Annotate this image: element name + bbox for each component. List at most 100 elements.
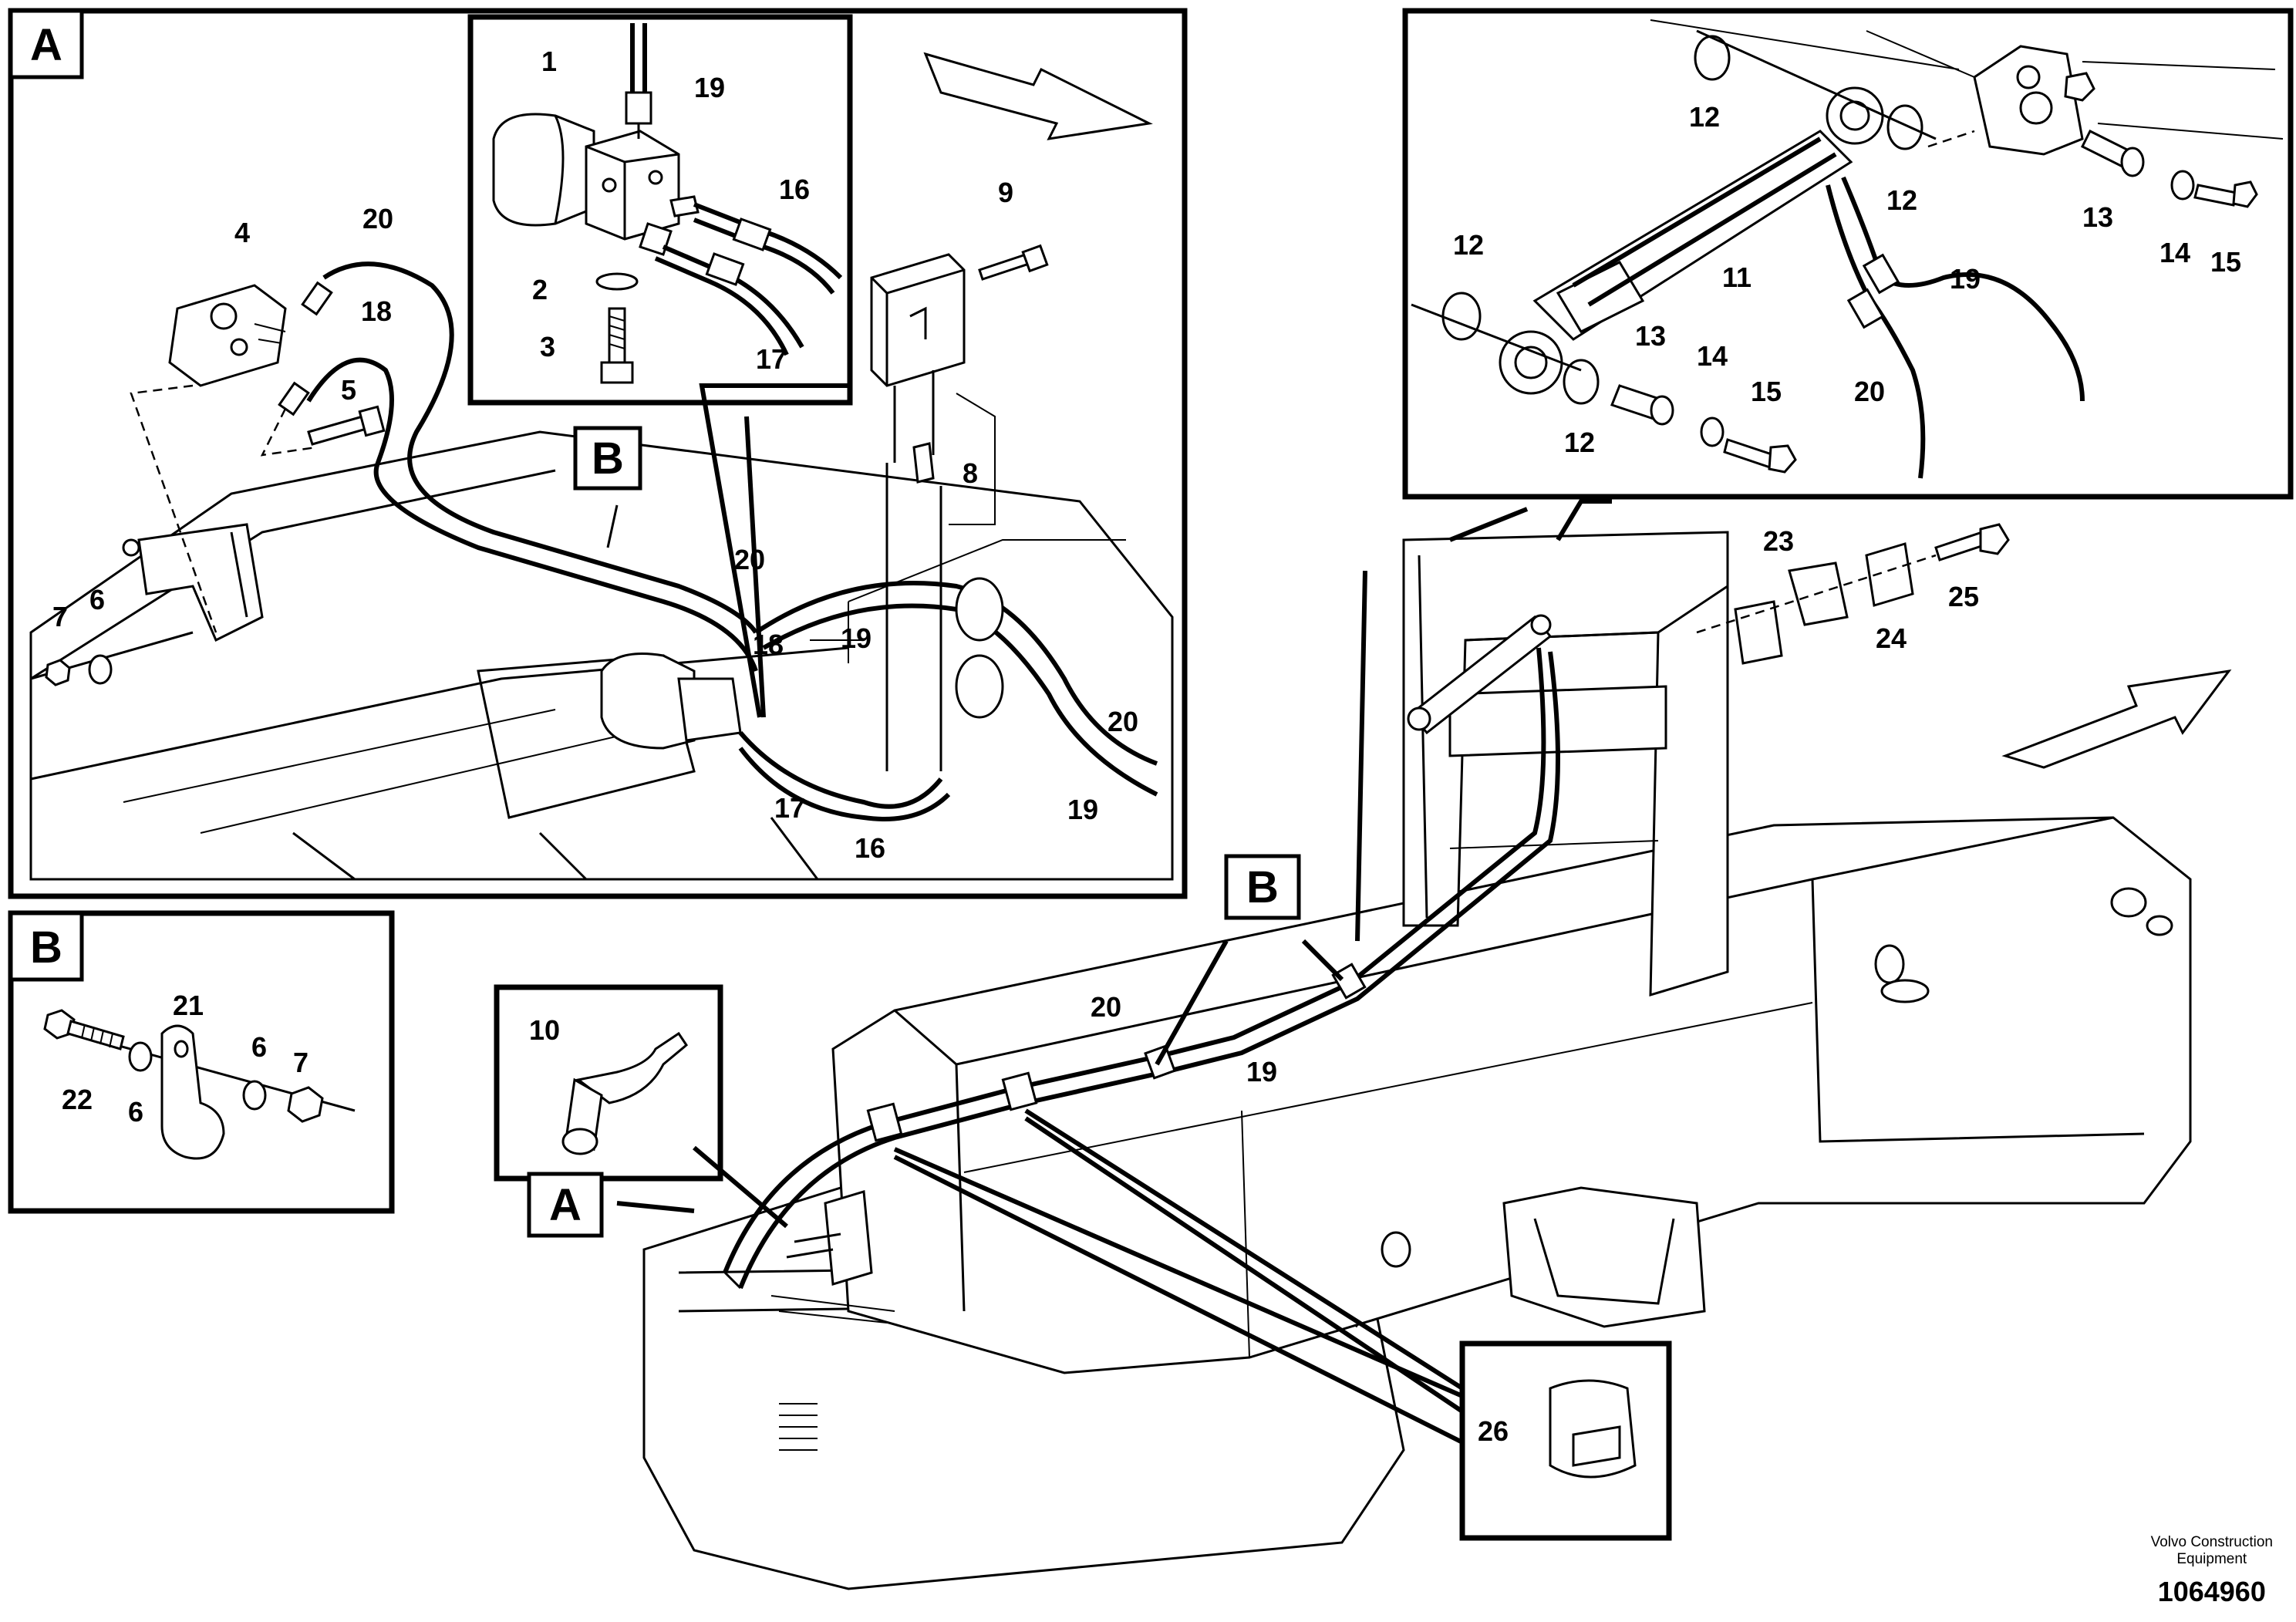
nut-7-panel-a [45, 659, 71, 686]
bolt-15-right [2193, 184, 2238, 207]
bolt-22 [66, 1020, 125, 1050]
callout-23: 23 [1763, 525, 1794, 557]
callout-14-left: 14 [1697, 340, 1728, 372]
callout-8: 8 [963, 457, 978, 489]
cylinder-hose-20 [1826, 184, 1926, 479]
nut-7-panel-b [287, 1086, 324, 1123]
washer-6-panel-b-right [242, 1080, 267, 1111]
callout-11: 11 [1722, 261, 1752, 293]
callout-12-left: 12 [1453, 229, 1484, 261]
brand-line-2: Equipment [2176, 1551, 2247, 1567]
cylinder-hose-19 [1841, 176, 2085, 402]
callout-3: 3 [540, 331, 555, 363]
callout-2: 2 [532, 274, 548, 305]
detail-tag-b-inset-text: B [592, 433, 624, 484]
direction-arrow-main [2001, 669, 2232, 769]
relay-box [870, 253, 966, 387]
detail-tag-a-main-text: A [549, 1180, 582, 1230]
direction-arrow-panel-a [923, 52, 1153, 140]
callout-26: 26 [1478, 1415, 1509, 1447]
callout-9: 9 [998, 177, 1013, 208]
washer-6-panel-a [88, 654, 113, 685]
washer-2 [595, 272, 639, 291]
callout-19-a-mid: 19 [841, 622, 872, 654]
inset-valve-block [585, 130, 680, 241]
solenoid-valve [600, 653, 696, 750]
clip-8 [912, 442, 935, 484]
washer-12-top [1694, 35, 1731, 81]
callout-16-a-bottom: 16 [855, 832, 885, 864]
callout-19-a-bottom: 19 [1067, 794, 1098, 825]
callout-17-inset: 17 [756, 343, 787, 375]
leader-lines [606, 383, 1612, 1445]
washer-14-left [1700, 416, 1725, 447]
valve-block-panel-a [677, 677, 742, 742]
callout-12-bottom: 12 [1564, 427, 1595, 458]
main-frame [831, 816, 2192, 1374]
callout-labels: 1 19 16 2 3 17 9 8 4 20 18 5 7 6 20 18 1… [52, 46, 2241, 1447]
callout-4: 4 [234, 217, 250, 248]
detail-panel-cylinder-content [1411, 19, 2284, 479]
plate-24 [1865, 542, 1914, 607]
callout-19-cyl: 19 [1950, 263, 1981, 295]
hose-18-panel-a [306, 357, 758, 672]
bolt-25 [1934, 531, 1988, 561]
callout-24: 24 [1876, 622, 1907, 654]
detail-tag-a-main: A [527, 1172, 604, 1238]
diagram-footer: Volvo Construction Equipment 1064960 [2151, 1534, 2273, 1608]
callout-17-a-bottom: 17 [774, 792, 805, 824]
mounting-bracket [137, 523, 264, 642]
solenoid-coil [492, 113, 595, 227]
detail-panel-b-content [43, 1009, 356, 1160]
washer-6-panel-b-left [128, 1041, 153, 1072]
callout-16-inset: 16 [779, 174, 810, 205]
callout-20-a-mid: 20 [734, 544, 765, 575]
hose-20-panel-a [322, 261, 758, 634]
washer-12-left [1441, 292, 1482, 341]
callout-1: 1 [541, 46, 557, 77]
callout-14-right: 14 [2159, 237, 2190, 268]
callout-18-a-mid: 18 [753, 629, 784, 660]
callout-19-inset: 19 [694, 72, 725, 103]
washer-12-mid [1886, 104, 1923, 150]
frame-mount-bracket [1502, 1186, 1706, 1328]
detail-tag-a-panel: A [8, 8, 84, 79]
callout-18-a-top: 18 [361, 295, 392, 327]
valve-part-4 [168, 284, 287, 387]
callout-20-cyl: 20 [1854, 376, 1885, 407]
callout-5: 5 [341, 374, 356, 406]
washer-12-bottom [1563, 359, 1600, 405]
detail-panel-a-content [29, 244, 1174, 881]
bracket-23-small [1734, 600, 1783, 665]
callout-20-a-top: 20 [362, 203, 393, 234]
strap-part-26 [1549, 1379, 1637, 1479]
callout-7-a: 7 [52, 601, 68, 632]
callout-15-left: 15 [1751, 376, 1782, 407]
callout-12-mid: 12 [1886, 184, 1917, 216]
callout-6-b-left: 6 [128, 1096, 143, 1128]
callout-20-main: 20 [1091, 991, 1121, 1023]
callout-10: 10 [529, 1014, 560, 1046]
detail-tag-b-inset: B [573, 426, 642, 491]
document-number: 1064960 [2157, 1576, 2266, 1607]
callout-20-a-right: 20 [1108, 706, 1138, 737]
detail-tag-b-main-text: B [1246, 862, 1279, 912]
detail-tag-b-panel-text: B [30, 922, 62, 973]
detail-tag-b-main: B [1224, 854, 1301, 920]
callout-12-top: 12 [1689, 101, 1720, 133]
detail-tag-a-panel-text: A [30, 20, 62, 70]
callout-21: 21 [173, 990, 204, 1021]
callout-15-right: 15 [2210, 246, 2241, 278]
tool-part-10 [561, 1031, 688, 1155]
callout-6-a: 6 [89, 584, 105, 615]
callout-6-b-right: 6 [251, 1031, 267, 1063]
main-valve-block [824, 1190, 873, 1286]
main-hose-20 [723, 647, 1546, 1274]
parts-23-24-25 [1696, 523, 2010, 665]
callout-22: 22 [62, 1084, 93, 1115]
washer-14-right [2170, 170, 2195, 201]
callout-13-right: 13 [2082, 201, 2113, 233]
panel-a-inset-content [492, 23, 843, 384]
callout-13-left: 13 [1635, 320, 1666, 352]
callout-19-main: 19 [1246, 1056, 1277, 1088]
